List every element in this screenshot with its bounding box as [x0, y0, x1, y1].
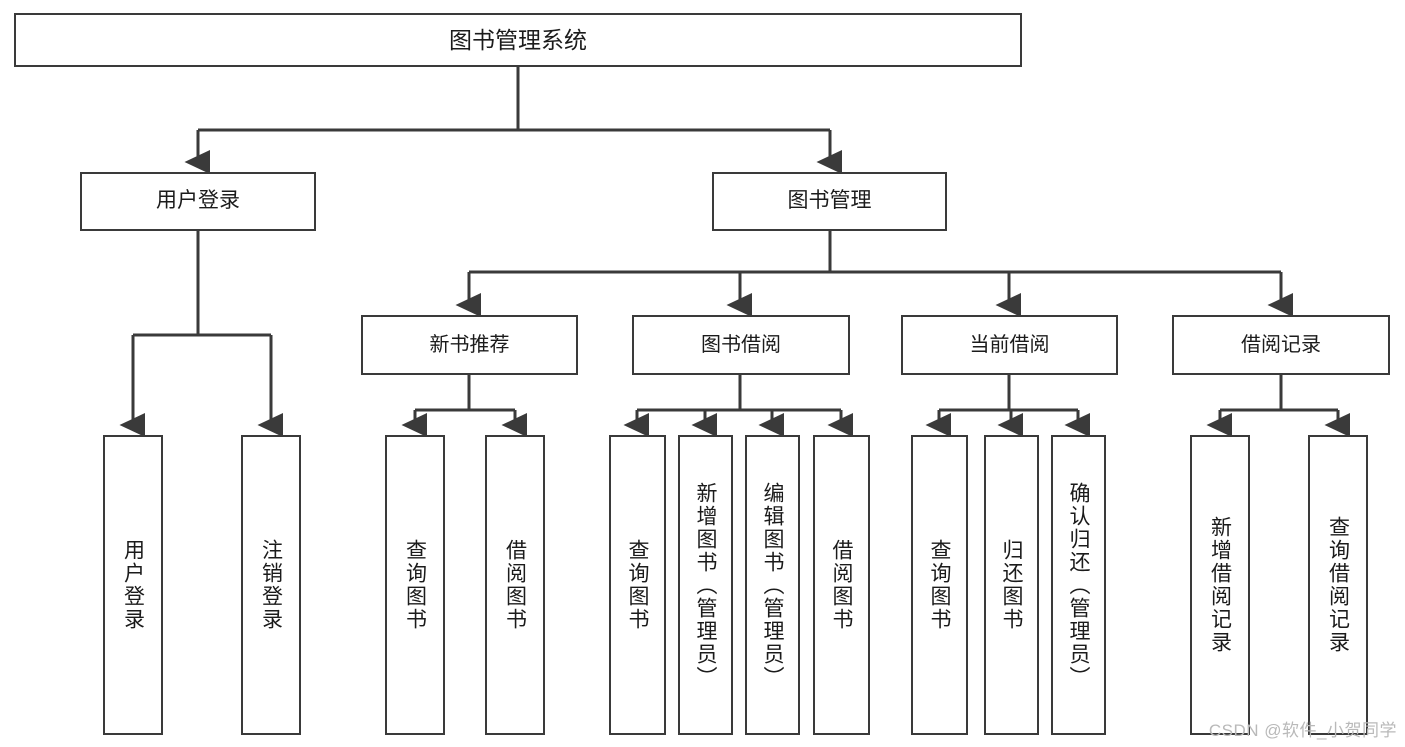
leaf-edit-book-admin-label: 编辑图书（管理员） — [761, 481, 784, 689]
leaf-confirm-return-admin[interactable]: 确认归还（管理员） — [1051, 435, 1106, 735]
node-user-login[interactable]: 用户登录 — [80, 172, 316, 231]
leaf-edit-book-admin[interactable]: 编辑图书（管理员） — [745, 435, 800, 735]
node-borrow-records[interactable]: 借阅记录 — [1172, 315, 1390, 375]
node-current-borrow-label: 当前借阅 — [969, 333, 1050, 356]
leaf-add-book-admin-label: 新增图书（管理员） — [694, 481, 717, 689]
leaf-logout-label: 注销登录 — [259, 539, 283, 631]
leaf-add-borrow-record-label: 新增借阅记录 — [1208, 516, 1232, 654]
node-book-management-label: 图书管理 — [787, 189, 872, 213]
node-user-login-label: 用户登录 — [156, 189, 240, 213]
leaf-add-borrow-record[interactable]: 新增借阅记录 — [1190, 435, 1250, 735]
leaf-query-book-recommend[interactable]: 查询图书 — [385, 435, 445, 735]
leaf-confirm-return-admin-label: 确认归还（管理员） — [1067, 481, 1090, 689]
leaf-query-book-current-label: 查询图书 — [928, 539, 951, 631]
leaf-query-book-current[interactable]: 查询图书 — [911, 435, 968, 735]
node-current-borrow[interactable]: 当前借阅 — [901, 315, 1118, 375]
leaf-query-borrow-record-label: 查询借阅记录 — [1326, 516, 1350, 654]
leaf-query-borrow-record[interactable]: 查询借阅记录 — [1308, 435, 1368, 735]
leaf-user-login[interactable]: 用户登录 — [103, 435, 163, 735]
node-book-management[interactable]: 图书管理 — [712, 172, 947, 231]
leaf-query-book-borrow-label: 查询图书 — [626, 539, 649, 631]
csdn-watermark: CSDN @软件_小贺同学 — [1208, 721, 1397, 740]
leaf-borrow-book-recommend-label: 借阅图书 — [503, 539, 527, 631]
node-new-book-recommend[interactable]: 新书推荐 — [361, 315, 578, 375]
leaf-add-book-admin[interactable]: 新增图书（管理员） — [678, 435, 733, 735]
leaf-borrow-book-recommend[interactable]: 借阅图书 — [485, 435, 545, 735]
node-borrow-records-label: 借阅记录 — [1241, 333, 1321, 356]
node-root-label: 图书管理系统 — [449, 26, 587, 53]
node-book-borrow-label: 图书借阅 — [701, 333, 781, 356]
leaf-query-book-recommend-label: 查询图书 — [403, 539, 427, 631]
leaf-user-login-label: 用户登录 — [121, 539, 145, 631]
node-book-borrow[interactable]: 图书借阅 — [632, 315, 850, 375]
node-new-book-recommend-label: 新书推荐 — [429, 333, 510, 356]
leaf-borrow-book[interactable]: 借阅图书 — [813, 435, 870, 735]
leaf-return-book[interactable]: 归还图书 — [984, 435, 1039, 735]
leaf-logout[interactable]: 注销登录 — [241, 435, 301, 735]
node-root-system[interactable]: 图书管理系统 — [14, 13, 1022, 67]
leaf-return-book-label: 归还图书 — [1000, 539, 1023, 631]
leaf-query-book-borrow[interactable]: 查询图书 — [609, 435, 666, 735]
leaf-borrow-book-label: 借阅图书 — [830, 539, 853, 631]
